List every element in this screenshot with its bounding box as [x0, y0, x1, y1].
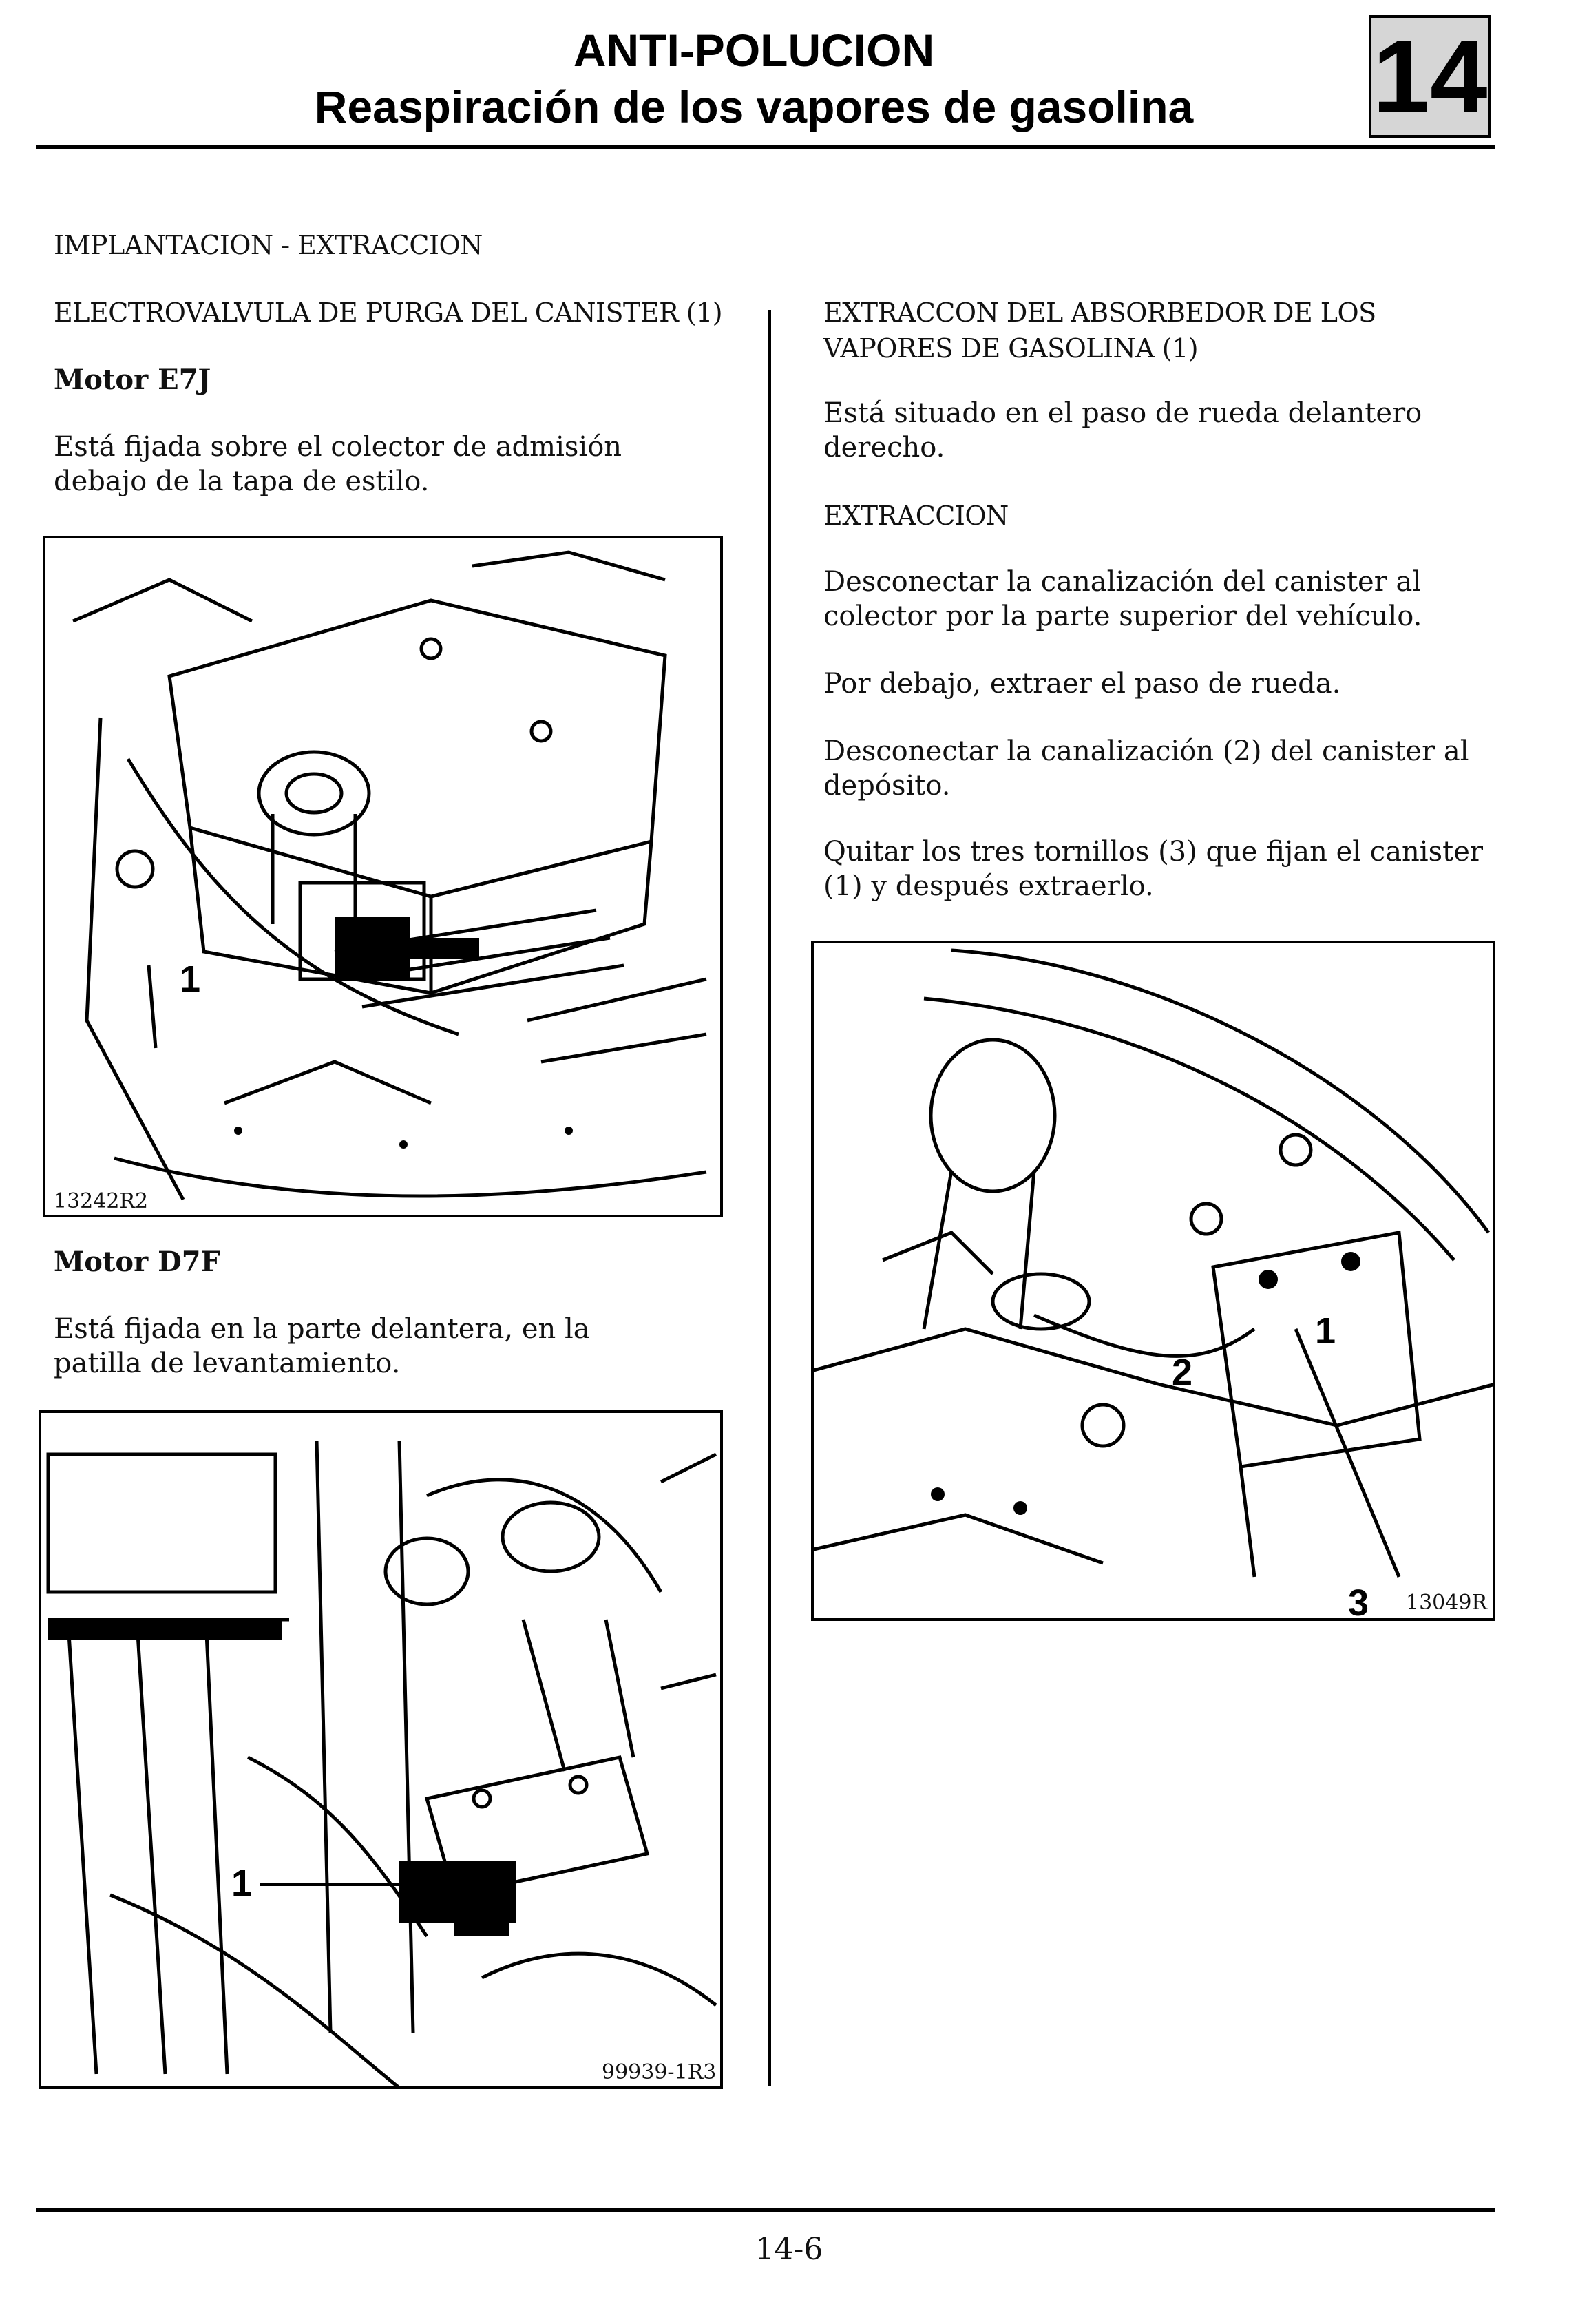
motor-e7j-heading: Motor E7J — [54, 364, 211, 396]
callout-1: 1 — [180, 959, 201, 1000]
engine-illustration-d7f — [46, 1440, 717, 2086]
section-heading: IMPLANTACION - EXTRACCION — [54, 230, 483, 260]
column-divider — [768, 310, 771, 2086]
figure-canister: 1 2 3 13049R — [811, 941, 1495, 1621]
right-intro: Está situado en el paso de rueda delante… — [823, 397, 1422, 463]
motor-d7f-heading: Motor D7F — [54, 1246, 221, 1278]
step-1: Desconectar la canalización del canister… — [823, 566, 1422, 632]
figure-reference: 99939-1R3 — [599, 2060, 719, 2085]
step-2: Por debajo, extraer el paso de rueda. — [823, 668, 1341, 700]
callout-1: 1 — [231, 1863, 253, 1904]
step-3: Desconectar la canalización (2) del cani… — [823, 735, 1469, 802]
figure-d7f-engine: 1 99939-1R3 — [39, 1410, 723, 2089]
callout-2: 2 — [1172, 1352, 1193, 1393]
extraccion-heading: EXTRACCION — [823, 501, 1009, 531]
figure-e7j-engine: 1 13242R2 — [43, 536, 723, 1217]
canister-illustration — [814, 948, 1493, 1578]
callout-3: 3 — [1348, 1582, 1369, 1621]
header-rule — [36, 145, 1495, 149]
figure-reference: 13242R2 — [51, 1189, 151, 1214]
callout-1: 1 — [1315, 1310, 1336, 1352]
engine-illustration-e7j — [72, 550, 707, 1201]
step-4: Quitar los tres tornillos (3) que fijan … — [823, 836, 1483, 902]
subsection-heading: ELECTROVALVULA DE PURGA DEL CANISTER (1) — [54, 297, 723, 328]
figure-reference: 13049R — [1403, 1591, 1491, 1615]
motor-e7j-text: Está fijada sobre el colector de admisió… — [54, 431, 622, 497]
right-heading: EXTRACCON DEL ABSORBEDOR DE LOS VAPORES … — [823, 297, 1376, 364]
page-title: ANTI-POLUCION — [573, 25, 935, 76]
chapter-number-box: 14 — [1369, 15, 1491, 138]
page-number: 14-6 — [755, 2232, 823, 2267]
callout-leader — [260, 1883, 439, 1886]
motor-d7f-text: Está fijada en la parte delantera, en la… — [54, 1313, 590, 1379]
page-subtitle: Reaspiración de los vapores de gasolina — [314, 81, 1194, 132]
footer-rule — [36, 2208, 1495, 2212]
